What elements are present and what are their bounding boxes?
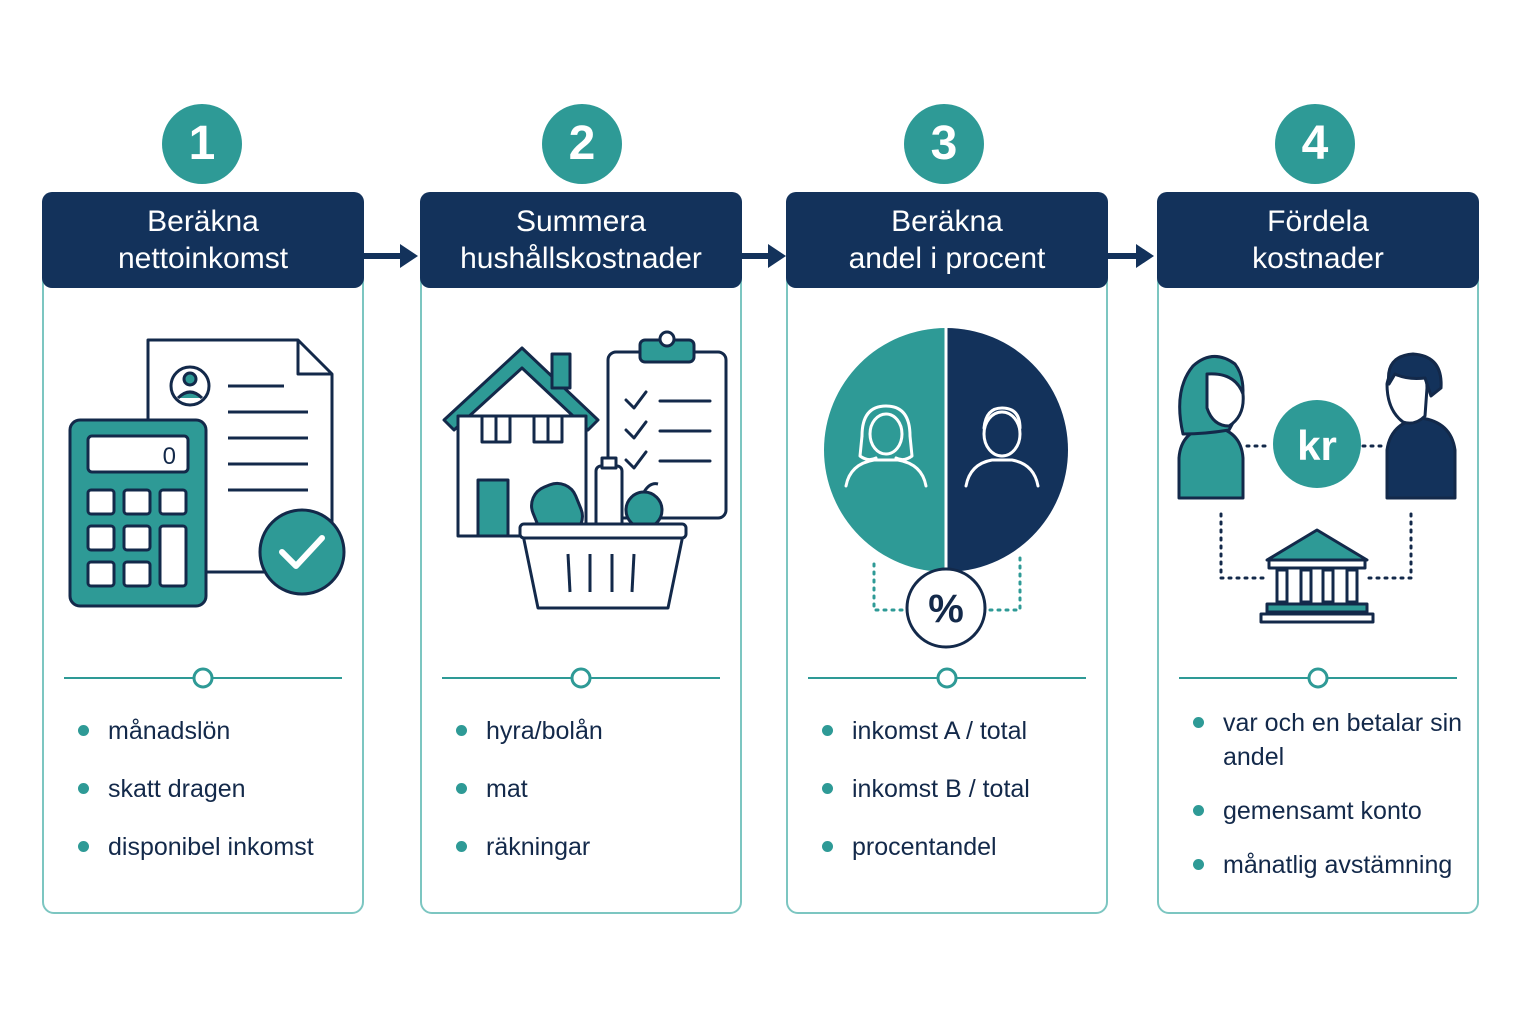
step-2-header: Summera hushållskostnader	[420, 192, 742, 288]
step-3-title-line-2: andel i procent	[848, 242, 1046, 275]
step-3-card: Beräkna andel i procent %	[786, 192, 1108, 914]
kr-label: kr	[1297, 422, 1337, 469]
step-1-bullet-list: månadslön skatt dragen disponibel inkoms…	[74, 714, 348, 888]
arrow-right-icon	[742, 244, 786, 268]
step-3-number-badge: 3	[904, 104, 984, 184]
percent-icon: %	[905, 567, 987, 649]
step-2-bullet: mat	[452, 772, 726, 806]
step-4-number-badge: 4	[1275, 104, 1355, 184]
split-circle-percent-icon: %	[824, 328, 1068, 649]
step-4-bullet-list: var och en betalar sin andel gemensamt k…	[1189, 706, 1463, 902]
house-icon	[442, 346, 600, 538]
percent-symbol: %	[928, 587, 964, 631]
step-1-number-badge: 1	[162, 104, 242, 184]
step-2-title-line-1: Summera	[515, 205, 647, 238]
step-1-title-line-1: Beräkna	[147, 205, 259, 238]
kr-coin-icon: kr	[1273, 400, 1361, 488]
step-1-bullet: skatt dragen	[74, 772, 348, 806]
step-3-bullet: procentandel	[818, 830, 1092, 864]
step-4-divider	[1179, 667, 1457, 689]
checkmark-badge-icon	[258, 508, 346, 596]
bank-building-icon	[1259, 528, 1375, 624]
step-3-divider	[808, 667, 1086, 689]
step-3-bullet: inkomst B / total	[818, 772, 1092, 806]
calculator-and-payslip-icon: 0	[68, 338, 346, 608]
grocery-basket-icon	[518, 456, 688, 610]
arrow-right-icon	[1108, 244, 1154, 268]
man-icon	[1385, 352, 1457, 500]
dotted-connectors	[1219, 444, 1413, 580]
step-1-divider	[64, 667, 342, 689]
step-2-divider	[442, 667, 720, 689]
step-4-bullet: var och en betalar sin andel	[1189, 706, 1463, 774]
step-4-bullet: gemensamt konto	[1189, 794, 1463, 828]
woman-icon	[1177, 355, 1245, 500]
step-4-bullet: månatlig avstämning	[1189, 848, 1463, 882]
step-3-title-line-1: Beräkna	[891, 205, 1003, 238]
step-1-header: Beräkna nettoinkomst	[42, 192, 364, 288]
dotted-connector	[872, 556, 1022, 612]
split-share-circle	[824, 328, 1068, 572]
clipboard-checklist-icon	[606, 330, 728, 520]
step-4-card: Fördela kostnader kr	[1157, 192, 1479, 914]
step-1-title-line-2: nettoinkomst	[117, 242, 289, 275]
svg-text:0: 0	[163, 443, 176, 470]
step-1-bullet: månadslön	[74, 714, 348, 748]
step-4-title-line-2: kostnader	[1252, 242, 1384, 275]
step-2-bullet: hyra/bolån	[452, 714, 726, 748]
step-2-bullet: räkningar	[452, 830, 726, 864]
step-4-header: Fördela kostnader	[1157, 192, 1479, 288]
step-3-bullet-list: inkomst A / total inkomst B / total proc…	[818, 714, 1092, 888]
step-2-number-badge: 2	[542, 104, 622, 184]
woman-outline-icon	[844, 404, 928, 488]
calculator-icon: 0	[68, 418, 208, 608]
arrow-right-icon	[364, 244, 418, 268]
step-2-card: Summera hushållskostnader	[420, 192, 742, 914]
step-1-card: Beräkna nettoinkomst 0	[42, 192, 364, 914]
couple-kr-bank-icon: kr	[1177, 352, 1457, 624]
step-3-header: Beräkna andel i procent	[786, 192, 1108, 288]
step-4-title-line-1: Fördela	[1267, 205, 1369, 238]
man-outline-icon	[964, 406, 1040, 488]
step-2-title-line-2: hushållskostnader	[460, 242, 702, 275]
house-clipboard-basket-icon	[442, 330, 728, 610]
step-2-bullet-list: hyra/bolån mat räkningar	[452, 714, 726, 888]
step-1-bullet: disponibel inkomst	[74, 830, 348, 864]
step-3-bullet: inkomst A / total	[818, 714, 1092, 748]
